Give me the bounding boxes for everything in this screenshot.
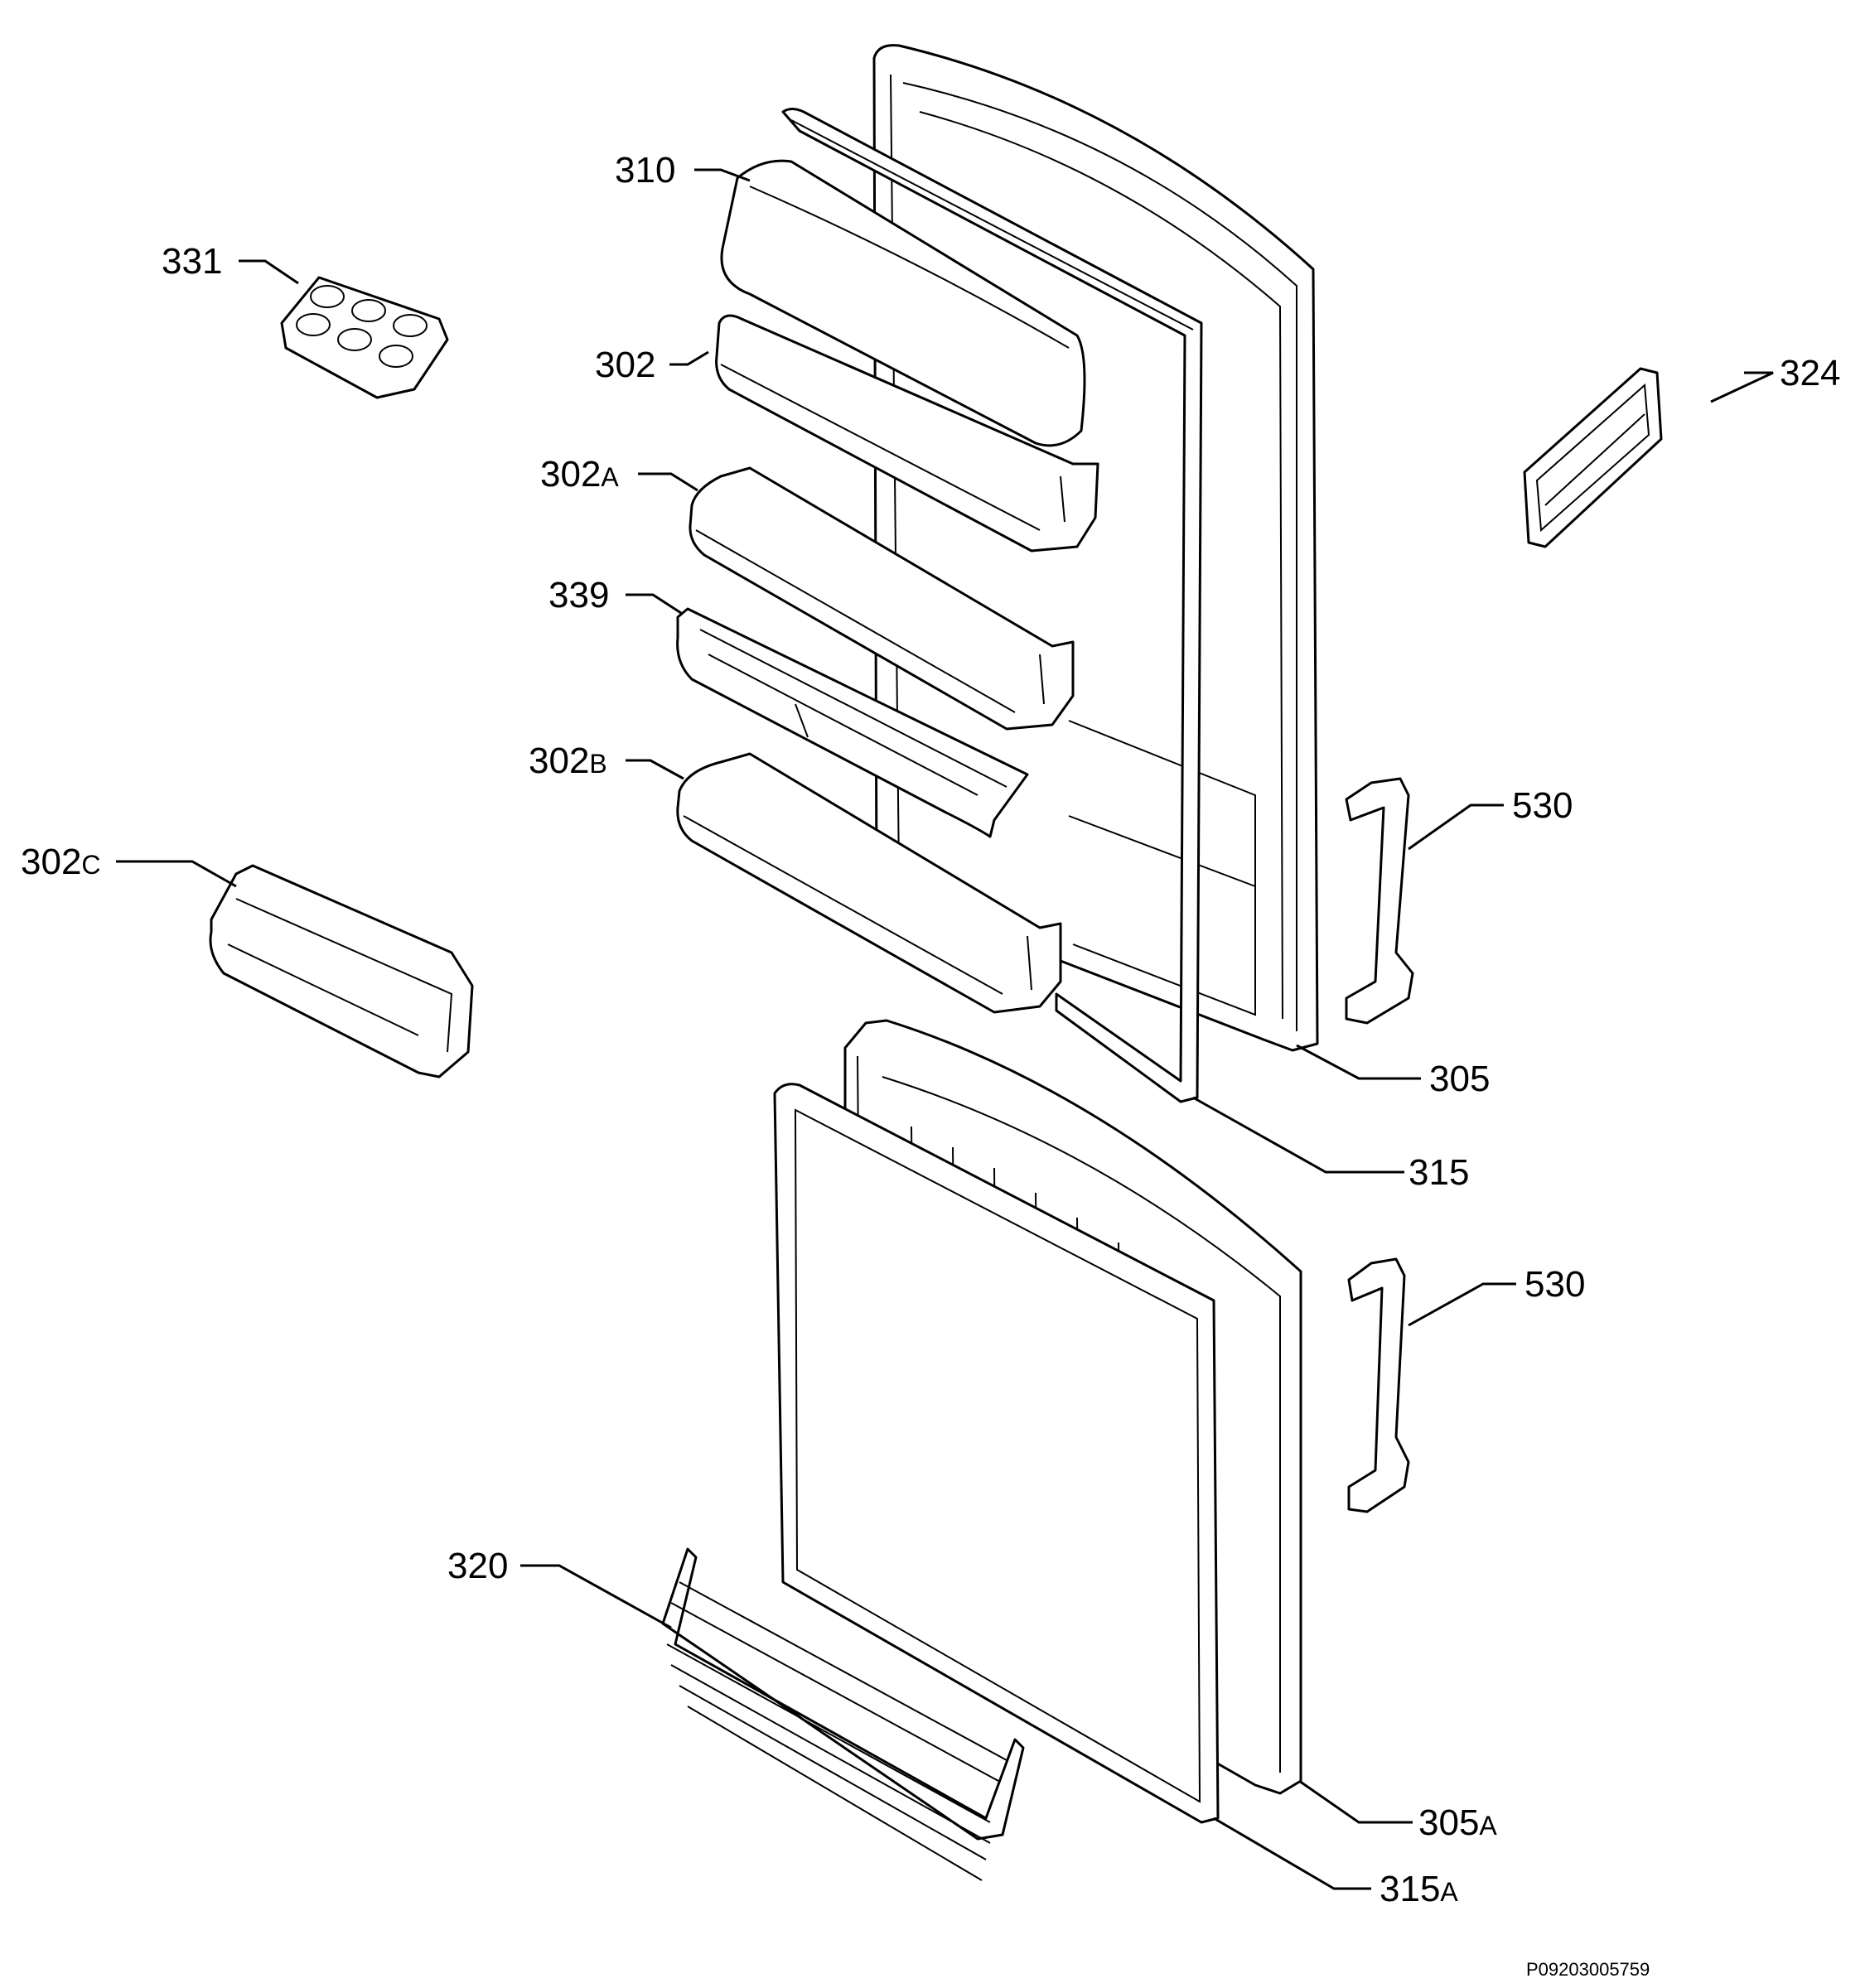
part-310-dairy-cover [720, 159, 1086, 447]
leader-lines [116, 168, 1774, 1890]
part-320-wire-basket [661, 1547, 1025, 1881]
label-315a: 315A [1380, 1869, 1458, 1909]
part-302b-door-shelf [676, 752, 1062, 1014]
label-305a: 305A [1418, 1802, 1497, 1843]
reference-code: P09203005759 [1526, 1959, 1650, 1980]
label-331: 331 [162, 241, 222, 282]
label-324: 324 [1780, 353, 1840, 393]
part-315a-lower-gasket [773, 1083, 1220, 1824]
part-530-upper-handle [1345, 777, 1414, 1025]
part-331-egg-tray [280, 276, 449, 399]
part-339-shelf [676, 607, 1029, 838]
egg-cup-grid [296, 285, 428, 368]
part-302-door-shelf [715, 314, 1099, 552]
label-302b: 302B [529, 741, 607, 781]
part-315-upper-gasket [781, 108, 1203, 1103]
label-302: 302 [595, 345, 655, 385]
label-302c: 302C [21, 842, 101, 882]
part-labels: 310 331 302 302A 339 302B 302C 324 530 3… [21, 150, 1840, 1909]
label-315: 315 [1409, 1152, 1469, 1193]
label-302a: 302A [540, 454, 619, 495]
label-310: 310 [615, 150, 675, 191]
label-339: 339 [548, 575, 609, 615]
part-302a-door-shelf [689, 466, 1075, 731]
part-530-lower-handle [1347, 1257, 1410, 1513]
part-302c-bottle-shelf [209, 864, 474, 1078]
label-320: 320 [447, 1546, 508, 1586]
label-530-upper: 530 [1512, 785, 1573, 826]
label-530-lower: 530 [1525, 1264, 1585, 1305]
part-324-control-panel [1523, 367, 1663, 548]
label-305: 305 [1429, 1059, 1490, 1099]
